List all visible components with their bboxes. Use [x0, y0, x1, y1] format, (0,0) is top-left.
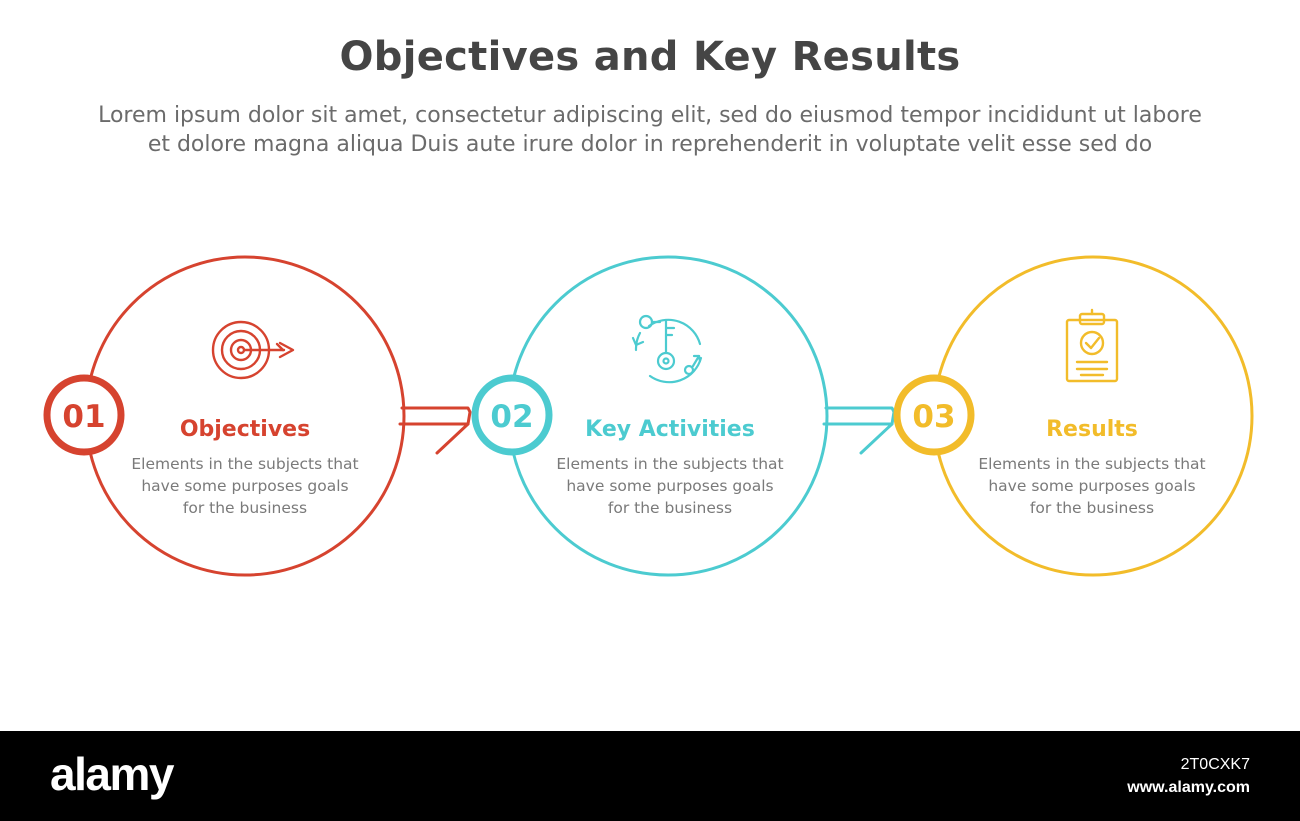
step-2-number-badge — [471, 374, 553, 456]
step-1-number: 01 — [62, 399, 105, 435]
subtitle-line-2: et dolore magna aliqua Duis aute irure d… — [147, 132, 1153, 157]
okr-process-diagram: 01 Objectives Elements in the subjects t… — [43, 255, 1254, 577]
stock-url: www.alamy.com — [1127, 779, 1250, 796]
step-2-circle — [507, 255, 829, 577]
step-1-circle — [84, 255, 406, 577]
step-2-desc-line-2: have some purposes goals — [566, 477, 773, 495]
clipboard-check-icon — [1065, 308, 1119, 383]
watermark-bar: alamy 2T0CXK7 www.alamy.com — [0, 731, 1300, 821]
step-1: 01 Objectives Elements in the subjects t… — [43, 255, 406, 577]
target-icon — [211, 320, 295, 380]
alamy-logo: alamy — [50, 748, 174, 800]
step-3: 03 Results Elements in the subjects that… — [893, 255, 1254, 577]
connector-1-to-2 — [398, 406, 472, 455]
step-1-desc-line-1: Elements in the subjects that — [131, 455, 358, 473]
step-2-number: 02 — [490, 399, 533, 435]
step-3-desc-line-1: Elements in the subjects that — [978, 455, 1205, 473]
page-subtitle: Lorem ipsum dolor sit amet, consectetur … — [40, 101, 1260, 159]
step-3-desc-line-2: have some purposes goals — [988, 477, 1195, 495]
page-title: Objectives and Key Results — [339, 34, 961, 80]
image-id: 2T0CXK7 — [1180, 756, 1250, 773]
step-3-circle — [932, 255, 1254, 577]
step-2: 02 Key Activities Elements in the subjec… — [471, 255, 829, 577]
key-cycle-icon — [631, 314, 703, 384]
step-1-desc-line-3: for the business — [183, 499, 307, 517]
step-3-desc-line-3: for the business — [1030, 499, 1154, 517]
step-3-number: 03 — [912, 399, 955, 435]
step-1-desc-line-2: have some purposes goals — [141, 477, 348, 495]
step-2-desc-line-3: for the business — [608, 499, 732, 517]
step-1-title: Objectives — [180, 417, 310, 442]
connector-2-to-3 — [822, 406, 896, 455]
step-3-title: Results — [1046, 417, 1138, 442]
step-2-title: Key Activities — [585, 417, 755, 442]
step-3-number-badge — [893, 374, 975, 456]
step-1-number-badge — [43, 374, 125, 456]
subtitle-line-1: Lorem ipsum dolor sit amet, consectetur … — [98, 103, 1202, 128]
step-2-desc-line-1: Elements in the subjects that — [556, 455, 783, 473]
